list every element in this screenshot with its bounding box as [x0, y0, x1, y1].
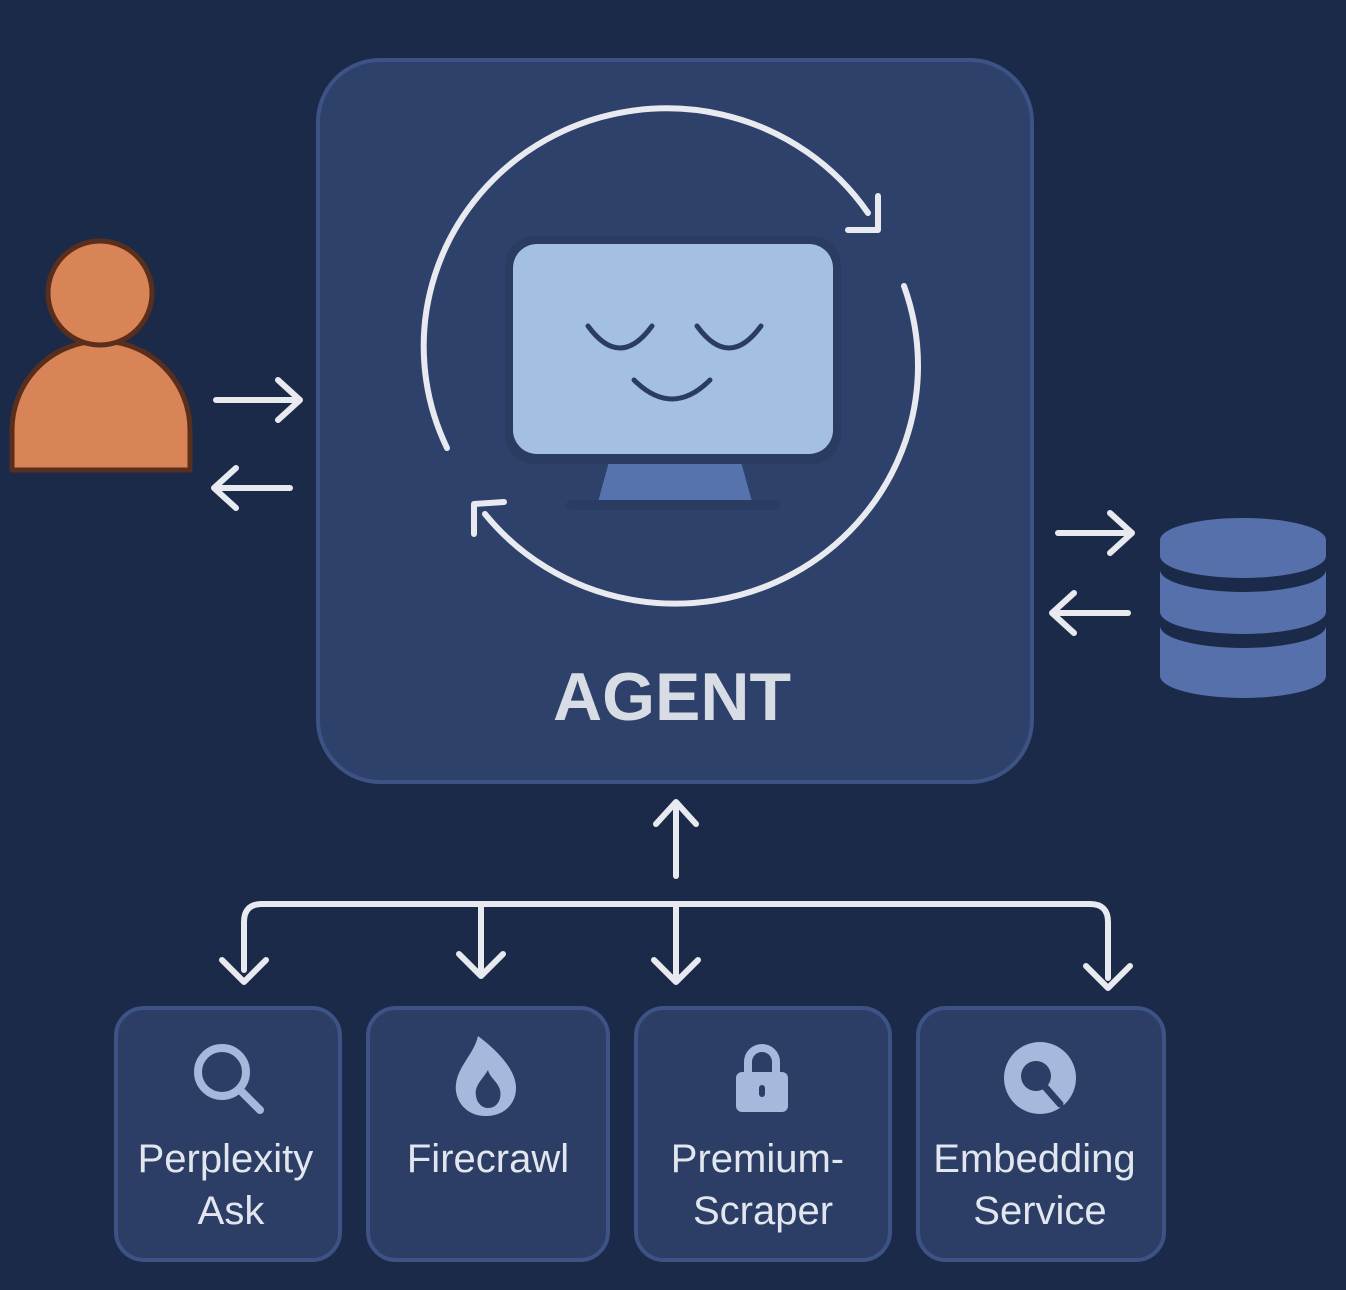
user-icon [9, 238, 193, 473]
tool-firecrawl[interactable]: Firecrawl [366, 1006, 610, 1262]
tool-box [634, 1006, 892, 1262]
refresh-cycle-icon [420, 105, 921, 607]
database-top [1160, 518, 1326, 562]
tool-label-line-1: Premium- [671, 1137, 844, 1181]
tool-embedding-service[interactable]: Embedding Service [916, 1006, 1166, 1262]
tool-premium-scraper[interactable]: Premium- Scraper [634, 1006, 892, 1262]
agent-node: AGENT [316, 58, 1034, 784]
right-eye [694, 323, 764, 351]
tool-label-line-1: Embedding [933, 1137, 1135, 1181]
tool-label-line-1: Perplexity [138, 1137, 314, 1181]
user-body [9, 338, 193, 473]
tool-label-line-2: Scraper [693, 1189, 833, 1233]
user-agent-arrows [211, 377, 303, 511]
arrowhead-tool-3 [651, 957, 701, 985]
tool-box [114, 1006, 342, 1262]
monitor-stand [598, 458, 752, 502]
tool-label: Firecrawl [407, 1137, 569, 1181]
tool-label-line-2: Service [973, 1189, 1106, 1233]
search-icon [194, 1044, 264, 1114]
embedding-icon [1004, 1042, 1076, 1114]
lock-icon [736, 1044, 788, 1112]
arrow-agent-to-user [211, 465, 293, 511]
tool-box [366, 1006, 610, 1262]
tool-label: Embedding Service [933, 1137, 1147, 1233]
database-bottom-segment [1160, 626, 1326, 698]
tool-label: Perplexity Ask [138, 1137, 325, 1233]
arrowhead-tool-1 [219, 957, 269, 985]
tool-label-line-1: Firecrawl [407, 1137, 569, 1181]
database-icon [1160, 518, 1326, 698]
database-middle-segment [1160, 570, 1326, 634]
tool-label-line-2: Ask [198, 1189, 266, 1233]
monitor-base [566, 500, 780, 510]
flame-icon [455, 1036, 516, 1116]
user-head [45, 238, 155, 348]
tool-label: Premium- Scraper [671, 1137, 855, 1233]
tool-connectors [219, 799, 1133, 991]
agent-database-arrows [1049, 510, 1135, 636]
arrowhead-tool-4 [1083, 963, 1133, 991]
arrow-database-to-agent [1049, 590, 1131, 636]
monitor-screen [513, 244, 833, 454]
left-eye [585, 323, 655, 351]
arrowhead-tool-2 [456, 951, 506, 979]
smile [631, 377, 713, 402]
tool-box [916, 1006, 1166, 1262]
arrow-user-to-agent [213, 377, 303, 423]
arrow-agent-to-database [1055, 510, 1135, 556]
arrow-up-to-agent [653, 799, 699, 879]
tool-perplexity-ask[interactable]: Perplexity Ask [114, 1006, 342, 1262]
agent-label: AGENT [553, 659, 791, 735]
smiling-monitor-icon [505, 236, 841, 510]
